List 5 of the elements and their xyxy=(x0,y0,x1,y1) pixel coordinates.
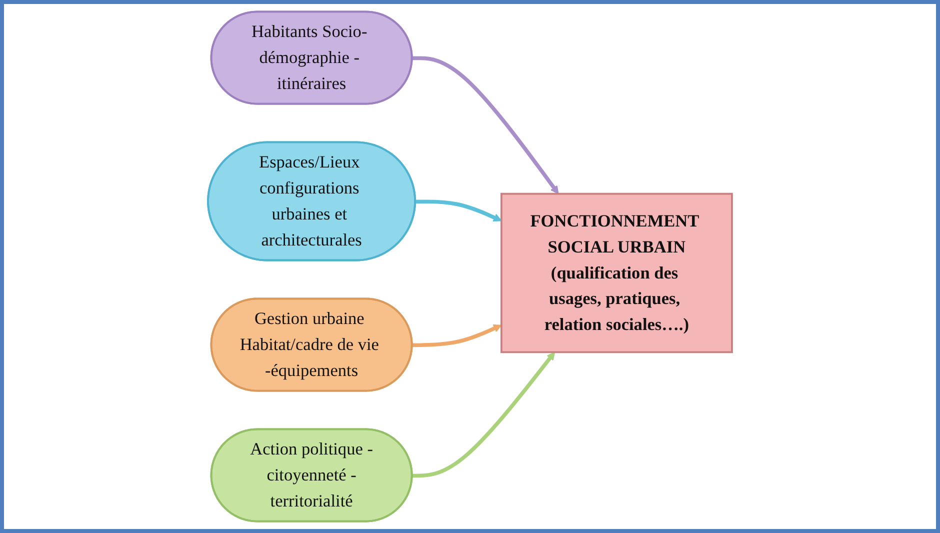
node-box: FONCTIONNEMENT SOCIAL URBAIN (qualification des usages, pratiques, relation sociales….) xyxy=(500,192,733,354)
arrow xyxy=(412,352,556,478)
arrow xyxy=(412,324,502,348)
arrow xyxy=(416,200,502,222)
arrow xyxy=(412,56,559,194)
